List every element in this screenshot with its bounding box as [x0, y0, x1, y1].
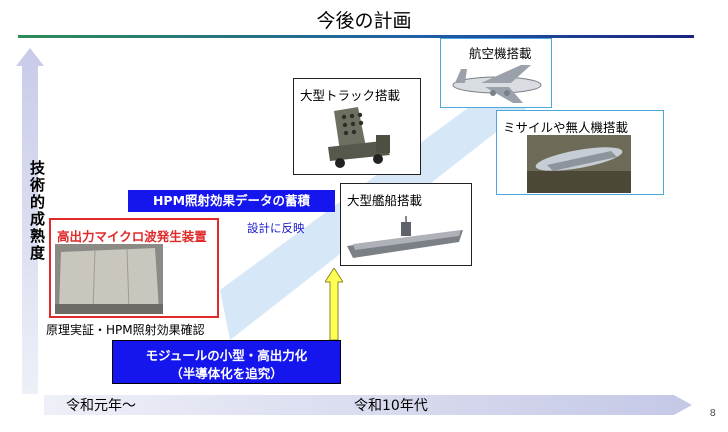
module-line-2: （半導体化を追究）	[113, 363, 340, 382]
up-arrow-icon	[325, 268, 343, 340]
hpm-data-banner: HPM照射効果データの蓄積	[128, 190, 335, 212]
proof-of-principle-label: 原理実証・HPM照射効果確認	[46, 321, 205, 338]
aircraft-icon	[451, 61, 545, 105]
aircraft-box: 航空機搭載	[440, 38, 552, 108]
ship-title: 大型艦船搭載	[347, 190, 422, 209]
generator-box: 高出力マイクロ波発生装置	[49, 218, 219, 318]
era-end-label: 令和10年代	[354, 395, 428, 415]
ship-icon	[347, 216, 467, 260]
page-title: 今後の計画	[0, 6, 728, 33]
missile-title: ミサイルや無人機搭載	[503, 117, 628, 136]
maturity-axis-label: 技術的成熟度	[14, 160, 48, 262]
ship-box: 大型艦船搭載	[340, 183, 472, 266]
design-reflect-label: 設計に反映	[247, 220, 305, 236]
missile-box: ミサイルや無人機搭載	[496, 110, 664, 195]
aircraft-title: 航空機搭載	[469, 43, 532, 62]
generator-photo	[55, 244, 163, 314]
title-underline	[18, 35, 694, 38]
truck-launcher-icon	[320, 107, 396, 171]
generator-title: 高出力マイクロ波発生装置	[57, 226, 207, 245]
drone-icon	[527, 135, 631, 193]
page-number: 8	[710, 408, 716, 419]
era-start-label: 令和元年～	[66, 395, 136, 415]
truck-box: 大型トラック搭載	[293, 78, 421, 175]
module-line-1: モジュールの小型・高出力化	[113, 345, 340, 364]
truck-title: 大型トラック搭載	[300, 85, 400, 104]
module-miniaturization-box: モジュールの小型・高出力化 （半導体化を追究）	[112, 340, 341, 384]
